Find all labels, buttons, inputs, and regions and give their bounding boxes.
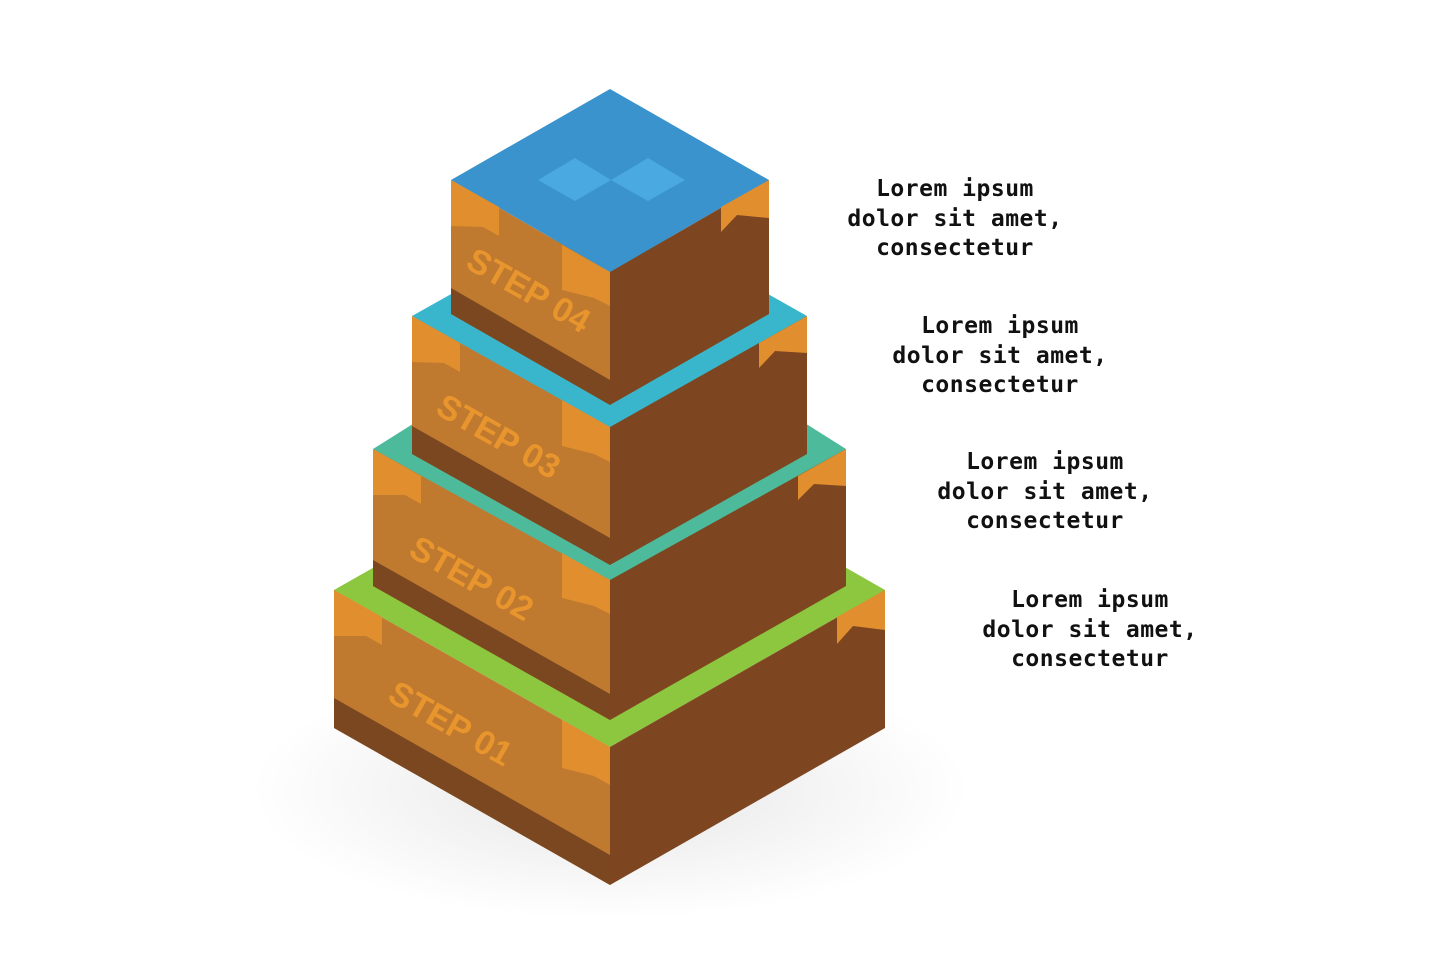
step-04-description-line-3: consectetur (785, 234, 1125, 264)
step-02-description: Lorem ipsum dolor sit amet, consectetur (875, 448, 1215, 537)
step-04-description: Lorem ipsum dolor sit amet, consectetur (785, 175, 1125, 264)
step-02-description-line-2: dolor sit amet, (875, 478, 1215, 508)
step-01-description-line-1: Lorem ipsum (920, 586, 1260, 616)
step-02-description-line-1: Lorem ipsum (875, 448, 1215, 478)
step-04-description-line-1: Lorem ipsum (785, 175, 1125, 205)
step-03-description-line-3: consectetur (830, 371, 1170, 401)
step-01-description-line-3: consectetur (920, 645, 1260, 675)
step-01-description-line-2: dolor sit amet, (920, 616, 1260, 646)
step-03-description-line-1: Lorem ipsum (830, 312, 1170, 342)
step-04-description-line-2: dolor sit amet, (785, 205, 1125, 235)
step-02-description-line-3: consectetur (875, 507, 1215, 537)
step-03-description: Lorem ipsum dolor sit amet, consectetur (830, 312, 1170, 401)
step-03-description-line-2: dolor sit amet, (830, 342, 1170, 372)
step-01-description: Lorem ipsum dolor sit amet, consectetur (920, 586, 1260, 675)
